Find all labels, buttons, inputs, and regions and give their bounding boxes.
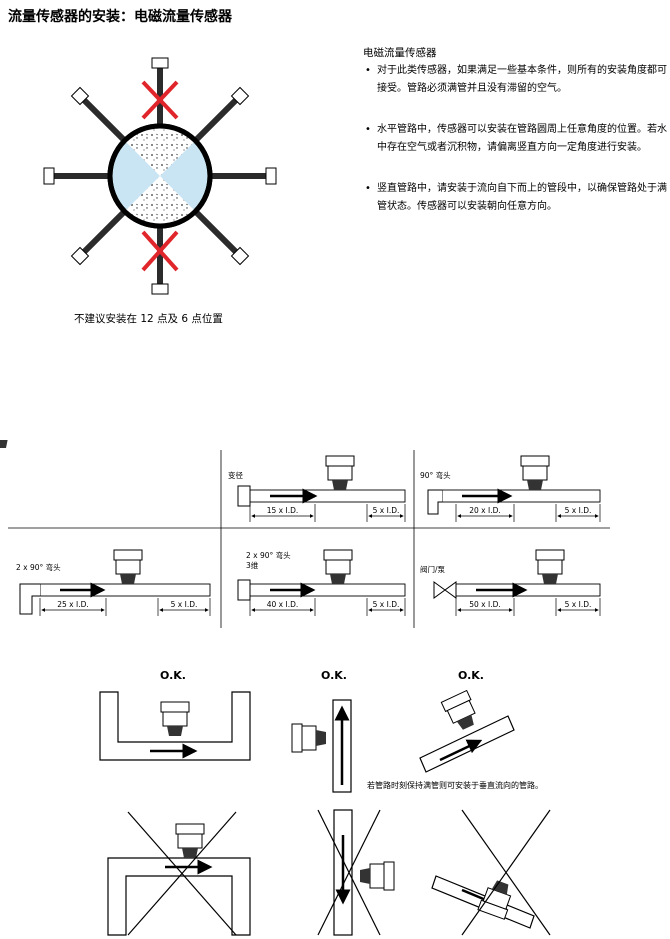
fitting-label: 90° 弯头 [420, 470, 451, 480]
spoke-heads [43, 57, 277, 295]
ok-sensor-2 [291, 723, 326, 753]
downstream-dimension-label: 5 x I.D. [373, 600, 400, 609]
sensor [535, 549, 565, 584]
fitting-label: 阀门/泵 [420, 565, 446, 574]
bullet-item: 对于此类传感器，如果满足一些基本条件，则所有的安装角度都可接受。管路必须满管并且… [363, 62, 668, 98]
ok-sensor-1 [160, 701, 190, 736]
orientation-circle-diagram [43, 57, 277, 295]
reducer-fitting [237, 579, 251, 601]
upstream-dimension-label: 50 x I.D. [469, 600, 501, 609]
ok-label-3: O.K. [458, 669, 484, 682]
downstream-dimension-label: 5 x I.D. [565, 600, 592, 609]
sediment-region [125, 176, 195, 226]
ok-label-1: O.K. [160, 669, 186, 682]
not-recommended-x-bottom [141, 230, 179, 272]
straight-run-diagram: 15 x I.D. 5 x I.D. 变径 20 x I.D. 5 x I.D. 90° … [0, 440, 610, 628]
right-panel-title: 电磁流量传感器 [363, 47, 437, 59]
fitting-label: 2 x 90° 弯头 [246, 550, 291, 560]
air-region [125, 126, 195, 176]
fitting-label: 变径 [228, 470, 243, 480]
straight-run-cell: 20 x I.D. 5 x I.D. 90° 弯头 [420, 455, 601, 522]
orientation-examples [99, 689, 551, 936]
sensor [520, 455, 550, 490]
bad-sensor-3 [477, 880, 512, 920]
ok-vertical-pipe [332, 699, 352, 793]
bullet-item: 竖直管路中，请安装于流向自下而上的管段中，以确保管路处于满管状态。传感器可以安装… [363, 180, 668, 216]
circle-caption: 不建议安装在 12 点及 6 点位置 [74, 313, 223, 325]
sensor [323, 549, 353, 584]
sensor-glyph [0, 440, 8, 448]
vertical-note: 若管路时刻保持满管则可安装于垂直流向的管路。 [367, 781, 543, 790]
page-title: 流量传感器的安装：电磁流量传感器 [8, 9, 232, 25]
not-recommended-x-top [141, 80, 179, 120]
elbow-fitting [427, 489, 442, 515]
bad-x-2 [317, 809, 381, 936]
sensor [113, 549, 143, 584]
valve-fitting [433, 581, 457, 599]
straight-run-cell: 25 x I.D. 5 x I.D. 2 x 90° 弯头 [16, 549, 211, 616]
upstream-dimension-label: 15 x I.D. [267, 506, 299, 515]
elbow-fitting [19, 583, 40, 615]
ok-inclined-pipe [419, 715, 515, 773]
upstream-dimension-label: 25 x I.D. [57, 600, 89, 609]
bad-sensor-1 [175, 823, 205, 858]
downstream-dimension-label: 5 x I.D. [373, 506, 400, 515]
bad-vertical-down-pipe [333, 809, 353, 936]
installation-bullets: 对于此类传感器，如果满足一些基本条件，则所有的安装角度都可接受。管路必须满管并且… [363, 62, 668, 239]
ok-sensor-3 [440, 689, 476, 730]
reducer-fitting [237, 485, 251, 507]
bad-sensor-2 [360, 861, 395, 891]
downstream-dimension-label: 5 x I.D. [565, 506, 592, 515]
ok-u-pipe [99, 691, 251, 761]
upstream-dimension-label: 20 x I.D. [469, 506, 501, 515]
fitting-label-2: 3维 [246, 560, 259, 570]
sensor [325, 455, 355, 490]
bullet-item: 水平管路中，传感器可以安装在管路圆周上任意角度的位置。若水中存在空气或者沉积物，… [363, 121, 668, 157]
downstream-dimension-label: 5 x I.D. [171, 600, 198, 609]
straight-run-cell: 15 x I.D. 5 x I.D. 变径 [228, 455, 406, 522]
bad-x-1 [127, 811, 237, 936]
upstream-dimension-label: 40 x I.D. [267, 600, 299, 609]
fitting-label: 2 x 90° 弯头 [16, 562, 61, 572]
ok-label-2: O.K. [321, 669, 347, 682]
bad-x-3 [461, 809, 551, 936]
bad-inverted-u-pipe [107, 857, 251, 936]
grid-lines [8, 450, 610, 628]
straight-run-cell: 50 x I.D. 5 x I.D. 阀门/泵 [420, 549, 601, 616]
